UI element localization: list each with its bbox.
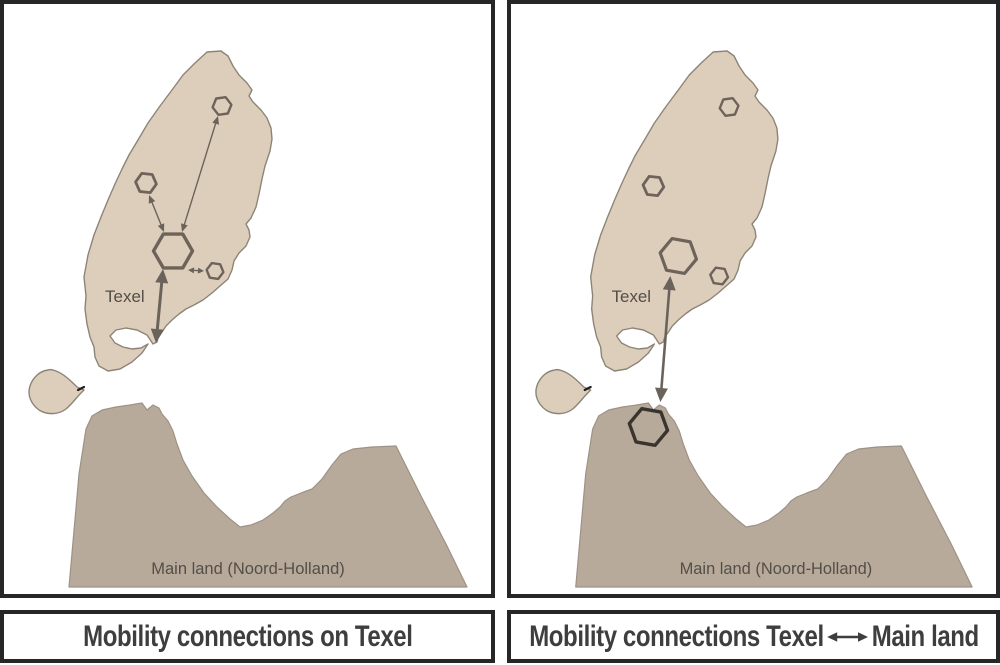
map-right: Texel Main land (Noord-Holland) [535, 50, 973, 588]
village-north-hexagon [718, 96, 740, 118]
caption-right-prefix: Mobility connections Texel [528, 619, 824, 653]
map-left: Texel Main land (Noord-Holland) [28, 50, 468, 588]
islet-tip-mark [76, 385, 86, 392]
link-hub-north-arrow [181, 116, 219, 232]
texel-label: Texel [105, 287, 145, 306]
texel-island-shape [83, 50, 273, 372]
link-texel-mainland-arrow [655, 276, 676, 402]
islet-noorderhaaks-shape [535, 368, 592, 415]
hub-central-hexagon [658, 237, 699, 275]
link-hub-west-arrow [148, 195, 165, 232]
link-hub-harbour-arrow [150, 269, 169, 343]
map-panel-texel: Texel Main land (Noord-Holland) [0, 0, 495, 598]
islet-tip-mark [583, 385, 592, 392]
village-west-hexagon [641, 174, 666, 198]
caption-box-right: Mobility connections Texel Main land [507, 610, 1000, 663]
village-west-hexagon [134, 171, 158, 195]
caption-right-text: Mobility connections Texel Main land [529, 620, 979, 654]
caption-right-suffix: Main land [871, 619, 979, 653]
caption-left-text: Mobility connections on Texel [82, 619, 413, 653]
caption-box-left: Mobility connections on Texel [0, 610, 495, 663]
port-mainland-hexagon [627, 407, 670, 447]
hub-central-hexagon [151, 232, 195, 270]
village-north-hexagon [211, 95, 233, 117]
mainland-label: Main land (Noord-Holland) [151, 560, 345, 578]
village-east-hexagon [709, 266, 730, 286]
double-arrow-icon [826, 631, 868, 642]
mainland-shape [68, 402, 468, 588]
mainland-label: Main land (Noord-Holland) [680, 560, 873, 578]
village-east-hexagon [205, 261, 225, 281]
islet-noorderhaaks-shape [28, 368, 85, 415]
connections-overlay-right [627, 96, 740, 447]
texel-label: Texel [612, 287, 651, 306]
connections-overlay-left [134, 95, 233, 343]
texel-island-shape [589, 50, 779, 372]
mainland-shape [575, 402, 973, 588]
map-panel-texel-mainland: Texel Main land (Noord-Holland) [507, 0, 1000, 598]
link-hub-east-arrow [188, 267, 204, 274]
